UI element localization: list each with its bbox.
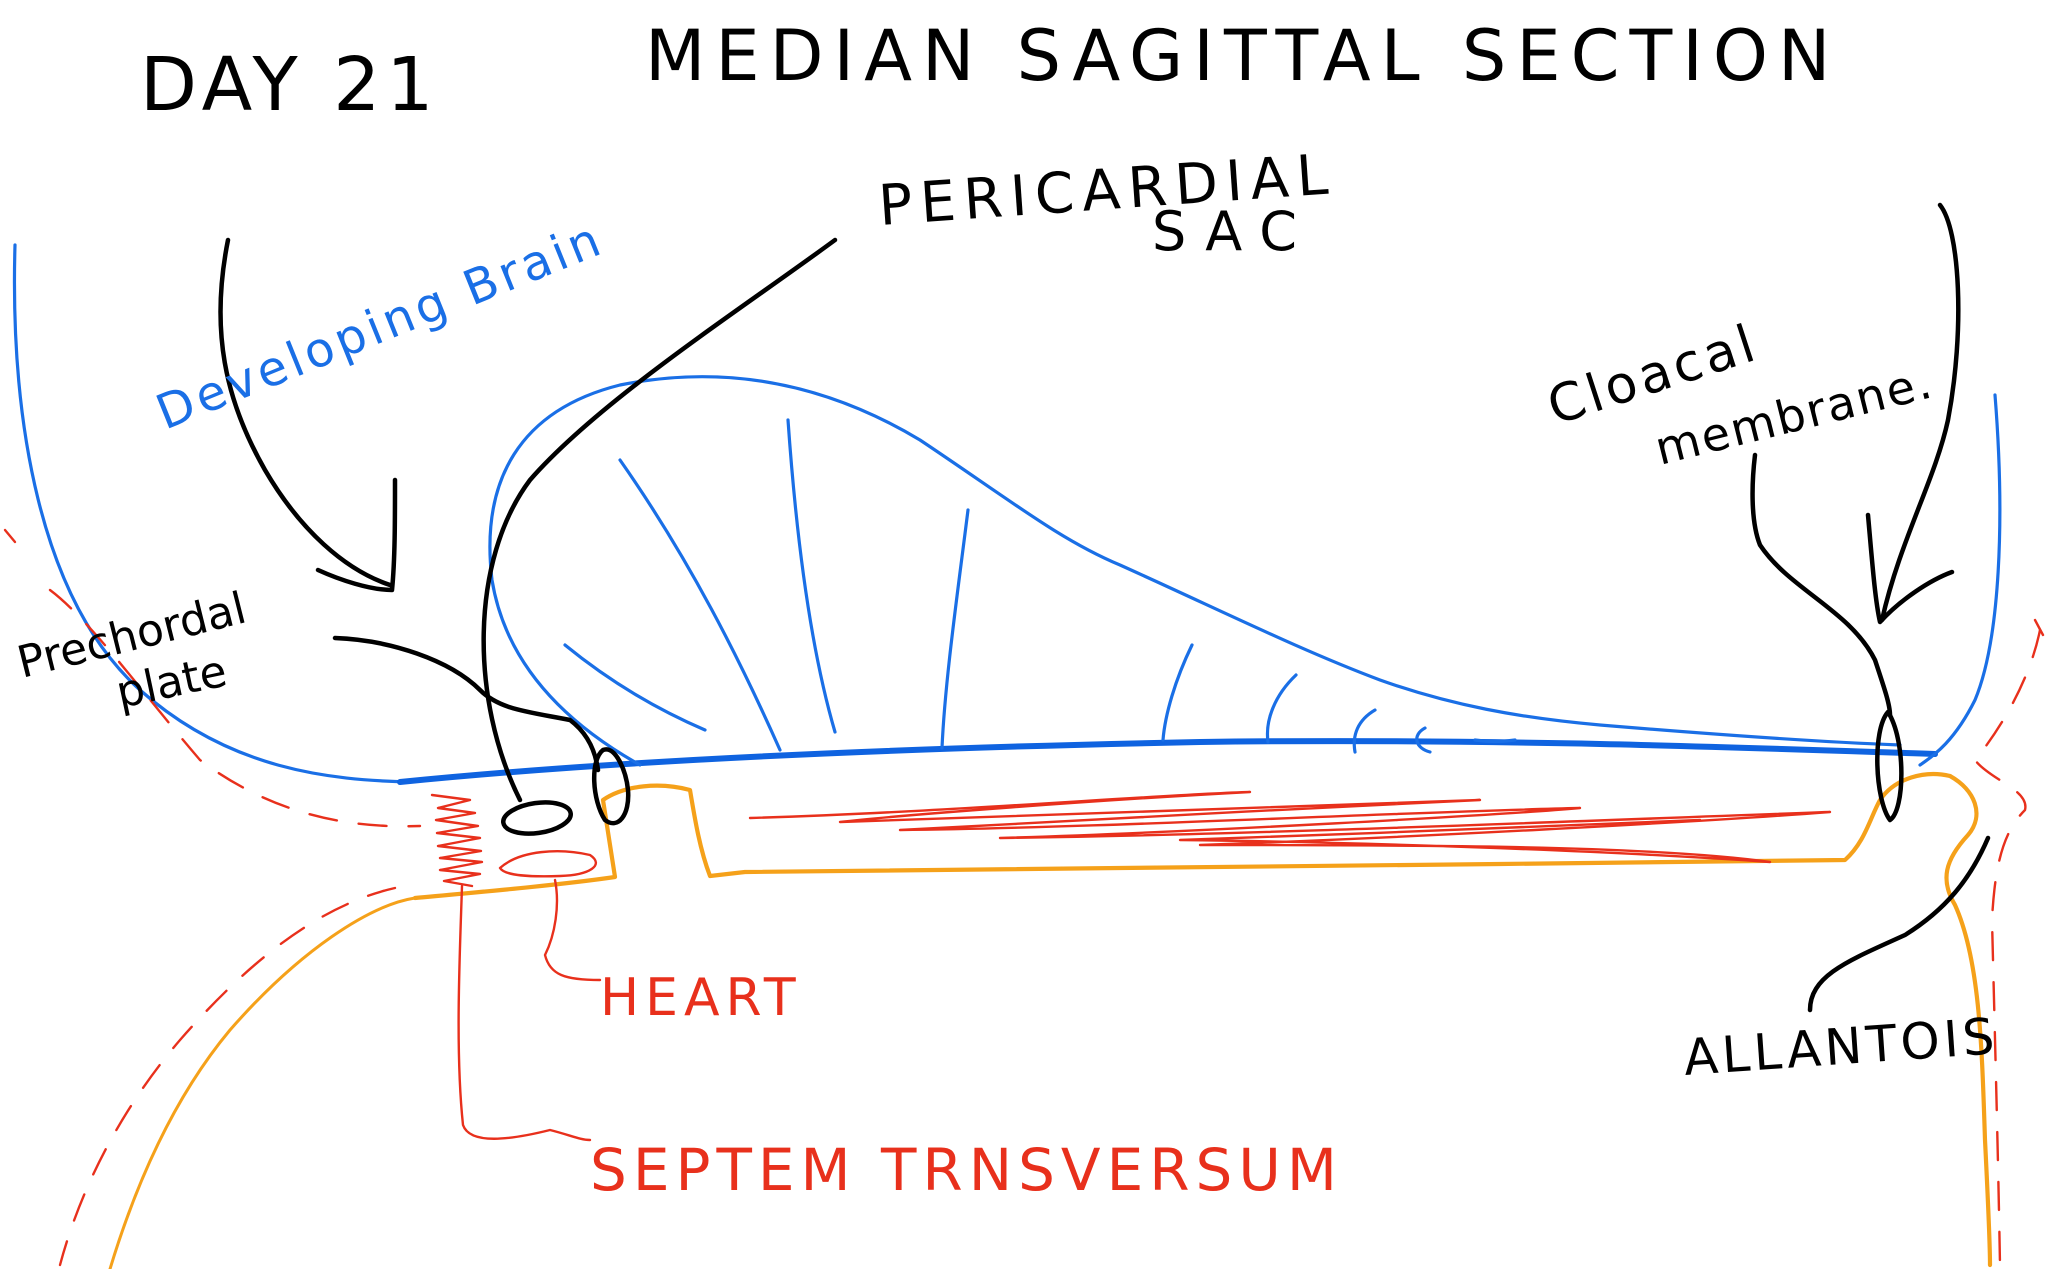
prechordal-plate-pointer (332, 635, 601, 773)
brain-arrow-1-shaft (218, 237, 393, 588)
brain-arrow-1-head (315, 477, 398, 593)
label-pericardial-sac-2: SAC (1152, 200, 1315, 263)
neural-line-7 (1352, 708, 1377, 754)
right-tick (2033, 618, 2045, 637)
neural-line-8 (1415, 726, 1432, 754)
allantois-pointer (1807, 835, 1991, 1013)
title-day: DAY 21 (140, 42, 439, 128)
septum-transversum-zigzag (430, 793, 484, 888)
mesoderm-scribble (748, 790, 1832, 864)
septum-pointer (457, 884, 592, 1142)
extraembryonic-mesoderm-left-upper (48, 588, 422, 828)
prechordal-plate-marker (591, 747, 631, 826)
neural-line-9 (1473, 738, 1517, 744)
cloacal-arrow-shaft (1879, 202, 1961, 623)
ectoderm-baseline (397, 738, 1938, 785)
extraembryonic-mesoderm-left (58, 886, 397, 1267)
allantois-tube (1944, 773, 1993, 1268)
annotation-arrows (218, 202, 1991, 1142)
label-heart: HEART (600, 968, 802, 1028)
heart-outline (498, 850, 597, 878)
pericardial-sac-marker (501, 800, 573, 836)
cloacal-arrow-head (1865, 512, 1955, 625)
neural-line-5 (1161, 643, 1194, 742)
title-section: MEDIAN SAGITTAL SECTION (645, 15, 1840, 97)
neural-dome (488, 375, 1902, 767)
neural-line-1 (563, 643, 707, 732)
heart-pointer (543, 878, 602, 982)
neural-line-2 (618, 458, 782, 752)
label-developing-brain: Developing Brain (149, 211, 612, 442)
ectoderm-outline (12, 243, 2002, 785)
extraembryonic-mesoderm-right (1973, 628, 2042, 1267)
left-tick (3, 528, 17, 544)
cloacal-marker (1875, 709, 1904, 823)
neural-line-6 (1265, 673, 1298, 744)
label-septum-transversum: SEPTEM TRNSVERSUM (590, 1136, 1343, 1204)
endoderm-tube (412, 771, 1953, 901)
neural-line-4 (940, 508, 970, 750)
cloacal-pointer-1 (1750, 452, 1893, 718)
endoderm-outline (108, 771, 1993, 1269)
pericardial-sac-pointer (481, 237, 838, 803)
yolk-sac-left-curve (108, 896, 417, 1269)
left-amnion-curve (12, 243, 412, 784)
label-allantois: ALLANTOIS (1682, 1007, 2000, 1087)
mesoderm (3, 528, 2045, 1267)
right-amnion-curve (1918, 393, 2002, 767)
neural-line-3 (786, 418, 837, 734)
